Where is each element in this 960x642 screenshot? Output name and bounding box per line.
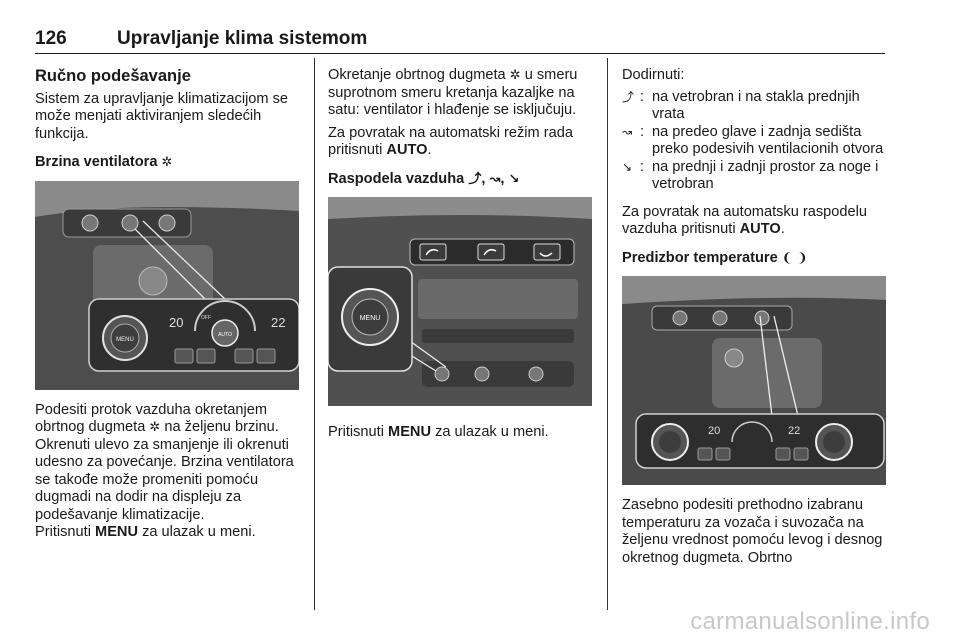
menu-keyword: MENU <box>388 424 432 440</box>
fan-paragraph: Podesiti protok vazduha okretanjem obrtn… <box>35 402 301 525</box>
footwell-airflow-icon: ↘ <box>622 159 633 174</box>
temperature-heading-text: Predizbor temperature <box>622 249 778 266</box>
air-distribution-heading: Raspodela vazduha ⤴, ↝, ↘ <box>328 170 520 187</box>
knob-ccw-paragraph-b: u smeru suprotnom smeru kretanja kazaljk… <box>328 67 578 118</box>
knob-ccw-paragraph: Okretanje obrtnog dugmeta ✲ u smeru supr… <box>328 67 594 120</box>
auto-paragraph-b: . <box>427 142 432 158</box>
column-divider <box>607 58 608 610</box>
menu-paragraph-a: Pritisnuti <box>328 424 384 440</box>
temp-left-label: 20 <box>169 315 183 330</box>
auto-label: AUTO <box>218 332 232 338</box>
menu-keyword: MENU <box>95 524 139 540</box>
page-header: 126 Upravljanje klima sistemom <box>35 26 885 54</box>
auto-paragraph-a: Za povratak na automatsku raspodelu vazd… <box>622 203 867 238</box>
head-airflow-icon: ↝ <box>622 124 633 139</box>
watermark: carmanualsonline.info <box>690 608 930 635</box>
fan-icon: ✲ <box>509 68 521 83</box>
fan-speed-heading: Brzina ventilatora ✲ <box>35 154 301 172</box>
column-2: Okretanje obrtnog dugmeta ✲ u smeru supr… <box>328 62 594 447</box>
figure-temperature-control: 20 22 <box>622 276 886 485</box>
intro-paragraph: Sistem za upravljanje klimatizacijom se … <box>35 90 289 142</box>
knob-ccw-paragraph-a: Okretanje obrtnog dugmeta <box>328 67 506 83</box>
head-airflow-icon: ↝ <box>489 171 501 187</box>
list-item-text: na vetrobran i na stakla prednjih vrata <box>652 88 860 123</box>
menu-label: MENU <box>116 337 134 343</box>
temp-right-label: 22 <box>788 425 800 437</box>
list-item: ↝ : na predeo glave i zadnja sedišta pre… <box>622 124 888 159</box>
menu-paragraph-b: za ulazak u meni. <box>435 424 549 440</box>
fan-control-illustration: MENU 20 22 OFF AUTO <box>35 180 299 390</box>
figure-air-distribution: MENU <box>328 197 592 406</box>
temperature-heading: Predizbor temperature ❨ ❩ <box>622 250 888 268</box>
footwell-airflow-icon: ↘ <box>508 171 520 187</box>
column-divider <box>314 58 315 610</box>
auto-keyword: AUTO <box>739 221 781 237</box>
temperature-paragraph: Zasebno podesiti prethodno izabranu temp… <box>622 497 883 566</box>
windscreen-airflow-icon: ⤴ <box>622 89 635 104</box>
knob-left-icon: ❨ <box>781 250 793 266</box>
menu-paragraph-a: Pritisnuti <box>35 524 91 540</box>
figure-fan-control: MENU 20 22 OFF AUTO <box>35 180 299 390</box>
auto-keyword: AUTO <box>386 142 428 158</box>
page-number: 126 <box>35 28 67 49</box>
list-item-text: na predeo glave i zadnja sedišta preko p… <box>652 123 884 158</box>
fan-icon: ✲ <box>149 420 161 435</box>
menu-paragraph-b: za ulazak u meni. <box>142 524 256 540</box>
windscreen-airflow-icon: ⤴ <box>468 171 482 187</box>
column-3: Dodirnuti: ⤴ : na vetrobran i na stakla … <box>622 62 888 572</box>
temp-left-label: 20 <box>708 425 720 437</box>
temp-right-label: 22 <box>271 315 285 330</box>
auto-paragraph-a: Za povratak na automatski režim rada pri… <box>328 124 573 159</box>
list-item: ⤴ : na vetrobran i na stakla prednjih vr… <box>622 89 888 124</box>
menu-paragraph: Pritisnuti MENU za ulazak u meni. <box>328 424 594 442</box>
list-item-text: na prednji i zadnji prostor za noge i ve… <box>652 158 879 193</box>
auto-paragraph: Za povratak na automatski režim rada pri… <box>328 125 594 160</box>
column-1: Ručno podešavanje Sistem za upravljanje … <box>35 62 301 547</box>
temperature-control-illustration: 20 22 <box>622 276 886 485</box>
menu-paragraph: Pritisnuti MENU za ulazak u meni. <box>35 524 301 542</box>
fan-paragraph-a: Podesiti protok vazduha okretanjem obrtn… <box>35 401 268 436</box>
airflow-definition-list: ⤴ : na vetrobran i na stakla prednjih vr… <box>622 89 888 194</box>
section-heading: Ručno podešavanje <box>35 67 191 85</box>
menu-label: MENU <box>360 315 381 322</box>
fan-icon: ✲ <box>161 155 173 170</box>
knob-right-icon: ❩ <box>796 250 808 266</box>
page-title: Upravljanje klima sistemom <box>117 28 368 49</box>
lead-text: Dodirnuti: <box>622 67 685 83</box>
air-distribution-illustration: MENU <box>328 197 592 406</box>
off-label: OFF <box>201 315 211 321</box>
air-distribution-heading-text: Raspodela vazduha <box>328 170 465 187</box>
list-item: ↘ : na prednji i zadnji prostor za noge … <box>622 159 888 194</box>
auto-paragraph: Za povratak na automatsku raspodelu vazd… <box>622 204 888 239</box>
fan-paragraph-b: na željenu brzinu. Okrenuti ulevo za sma… <box>35 419 294 523</box>
fan-speed-heading-text: Brzina ventilatora <box>35 154 158 170</box>
auto-paragraph-b: . <box>780 221 785 237</box>
